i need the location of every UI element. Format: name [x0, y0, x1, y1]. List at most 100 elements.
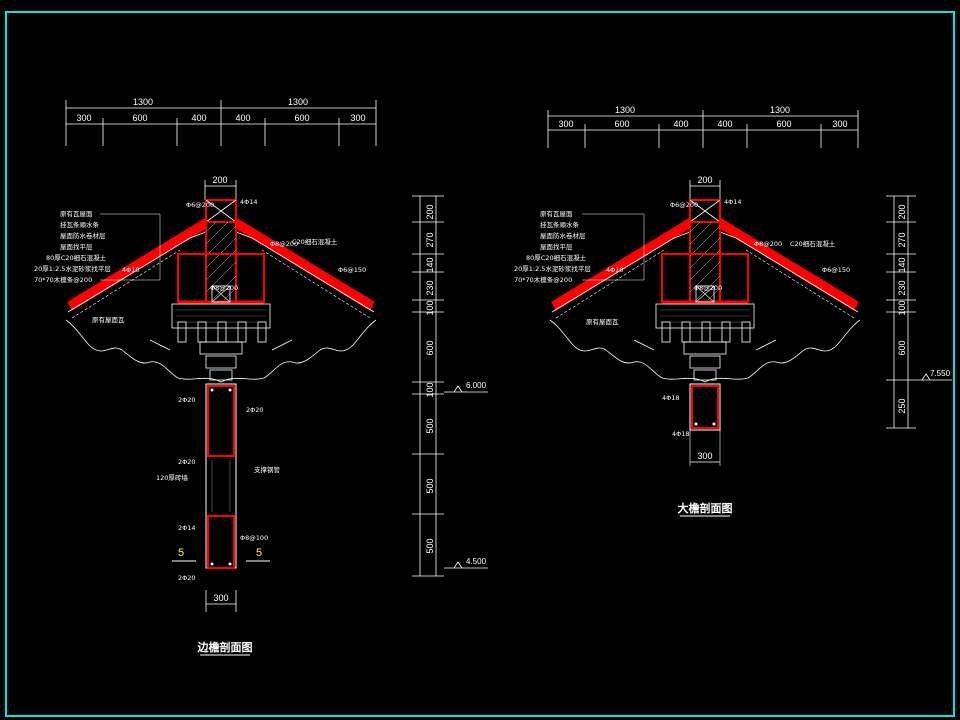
right-vdim-4: 230 [897, 280, 907, 295]
left-rebar-note-11: Φ8@100 [240, 534, 268, 542]
right-dim-part-5: 600 [776, 119, 791, 129]
right-rebar-notes: Φ6@200 4Φ14 Φ8@200 Φ6@150 4Φ10 Φ8@200 4Φ… [606, 198, 850, 438]
left-dim-part-4: 400 [235, 113, 250, 123]
left-top-dimension-chain [65, 100, 377, 146]
right-vertical-dim-labels: 200 270 140 230 100 600 250 [897, 204, 907, 413]
right-top-dimension-chain [547, 110, 859, 148]
left-layer-note-3: 屋面防水卷材层 [60, 231, 106, 240]
left-level-upper: 6.000 [466, 381, 487, 390]
left-bracket-outline [65, 319, 377, 383]
right-side-note-1: C20细石混凝土 [790, 239, 836, 248]
left-dim-part-3: 400 [191, 113, 206, 123]
right-roof-slabs [551, 217, 859, 319]
left-dim-total-2: 1300 [288, 97, 308, 107]
left-layer-note-1: 原有瓦屋面 [60, 209, 93, 218]
left-layer-note-5: 80厚C20细石混凝土 [46, 253, 107, 262]
right-side-note-2: 原有屋面瓦 [586, 317, 619, 326]
left-layer-note-4: 屋面找平层 [60, 242, 93, 251]
left-dim-part-5: 600 [294, 113, 309, 123]
left-dim-part-6: 300 [350, 113, 365, 123]
left-vdim-5: 100 [425, 300, 435, 315]
right-vdim-6: 600 [897, 340, 907, 355]
left-rebar-note-12: 2Φ20 [246, 406, 264, 414]
right-layer-note-4: 屋面找平层 [540, 242, 573, 251]
right-vdim-7: 250 [897, 398, 907, 413]
left-vdim-9: 500 [425, 478, 435, 493]
left-section-mark-a: 5 [178, 547, 184, 559]
left-side-note-1: C20细石混凝土 [292, 237, 338, 246]
left-ridge-dim-text: 200 [212, 175, 227, 185]
right-layer-note-5: 80厚C20细石混凝土 [526, 253, 587, 262]
left-side-note-2: 120厚砖墙 [156, 473, 188, 482]
left-post-dim-text: 300 [213, 593, 228, 603]
left-rebar-note-2: 4Φ14 [240, 198, 258, 206]
right-dim-total-1: 1300 [615, 105, 635, 115]
left-vertical-dim-labels: 200 270 140 230 100 600 100 500 500 500 [425, 204, 435, 553]
right-beam-band [655, 303, 755, 343]
left-bracket-details [149, 339, 293, 381]
left-rebar-note-10: 2Φ20 [178, 574, 196, 582]
right-eave-section: 1300 1300 300 600 400 400 600 300 200 [514, 105, 952, 517]
left-layer-notes: 原有瓦屋面 挂瓦条顺水条 屋面防水卷材层 屋面找平层 80厚C20细石混凝土 2… [34, 209, 161, 284]
left-rebar-note-9: 2Φ14 [178, 524, 196, 532]
left-vdim-4: 230 [425, 280, 435, 295]
right-central-block [661, 221, 749, 304]
left-rebar-note-4: Φ6@150 [338, 266, 366, 274]
left-rebar-note-1: Φ6@200 [186, 201, 214, 209]
right-rebar-note-7: 4Φ18 [662, 394, 680, 402]
left-section-title: 边檐剖面图 [197, 640, 253, 654]
right-level-upper: 7.550 [930, 369, 951, 378]
left-rebar-note-6: Φ8@200 [210, 284, 238, 292]
left-rebar-note-8: 2Φ20 [178, 458, 196, 466]
right-dim-total-2: 1300 [770, 105, 790, 115]
left-level-lower: 4.500 [466, 557, 487, 566]
right-bracket-outline [549, 319, 861, 383]
right-vdim-1: 200 [897, 204, 907, 219]
right-section-title: 大檐剖面图 [678, 501, 733, 515]
drawing-frame [5, 11, 955, 717]
left-vdim-3: 140 [425, 257, 435, 272]
right-layer-note-2: 挂瓦条顺水条 [540, 220, 580, 229]
right-vdim-5: 100 [897, 300, 907, 315]
left-rebar-note-3: Φ8@200 [270, 240, 298, 248]
left-eave-section: 1300 1300 300 600 400 400 600 300 200 [34, 97, 488, 656]
left-vdim-1: 200 [425, 204, 435, 219]
right-post-dim-text: 300 [697, 451, 712, 461]
left-level-markers [444, 385, 488, 569]
right-dim-part-4: 400 [717, 119, 732, 129]
left-vdim-6: 600 [425, 340, 435, 355]
right-ridge-dim-text: 200 [697, 175, 712, 185]
left-side-notes: C20细石混凝土 120厚砖墙 支撑钢管 原有屋面瓦 [92, 237, 338, 482]
left-dim-part-1: 300 [76, 113, 91, 123]
left-dim-total-1: 1300 [133, 97, 153, 107]
right-layer-notes: 原有瓦屋面 挂瓦条顺水条 屋面防水卷材层 屋面找平层 80厚C20细石混凝土 2… [514, 209, 645, 284]
left-vdim-2: 270 [425, 232, 435, 247]
left-beam-band [171, 303, 271, 343]
right-rebar-note-2: 4Φ14 [724, 198, 742, 206]
right-vertical-dimension-chain [886, 195, 916, 429]
left-vertical-dimension-chain [412, 195, 444, 577]
right-rebar-note-4: Φ6@150 [822, 266, 850, 274]
right-rebar-note-3: Φ8@200 [754, 240, 782, 248]
right-dim-part-2: 600 [614, 119, 629, 129]
left-side-note-4: 原有屋面瓦 [92, 315, 125, 324]
left-vdim-10: 500 [425, 538, 435, 553]
left-side-note-3: 支撑钢管 [254, 465, 281, 474]
right-layer-note-7: 70*70木檩条@200 [514, 275, 572, 284]
right-rebar-note-8: 4Φ18 [672, 430, 690, 438]
right-layer-note-3: 屋面防水卷材层 [540, 231, 586, 240]
right-bracket-details [633, 339, 777, 381]
right-dim-part-1: 300 [558, 119, 573, 129]
left-layer-note-6: 20厚1:2.5水泥砂浆找平层 [34, 264, 111, 273]
right-level-markers [916, 373, 952, 381]
right-vdim-2: 270 [897, 232, 907, 247]
left-ridge-dimension [204, 180, 237, 200]
left-rebar-note-7: 2Φ20 [178, 396, 196, 404]
right-post [689, 383, 721, 466]
left-layer-note-2: 挂瓦条顺水条 [60, 220, 100, 229]
left-rebar-notes: Φ6@200 4Φ14 Φ8@200 Φ6@150 4Φ10 Φ8@200 2Φ… [122, 198, 366, 582]
left-dim-part-2: 600 [132, 113, 147, 123]
left-post-dimension [205, 590, 237, 612]
left-layer-note-7: 70*70木檩条@200 [34, 275, 92, 284]
